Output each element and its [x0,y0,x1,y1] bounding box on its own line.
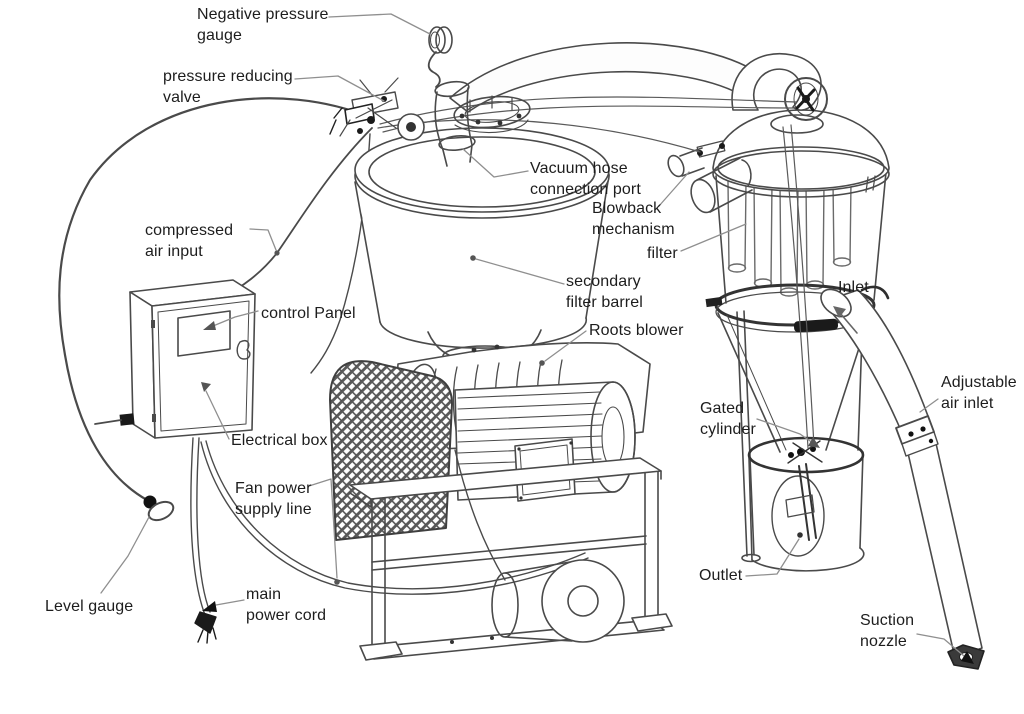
label-level-gauge: Level gauge [45,598,134,615]
label-roots-blower: Roots blower [589,322,684,339]
electrical-box-part [94,279,256,439]
label-filter: filter [647,245,678,262]
label-compressed-air-input: compressed air input [145,222,234,261]
frame-stand [349,457,673,661]
adjustable-air-inlet-collar [895,415,939,457]
leader-level-gauge [100,516,150,594]
label-adjustable-air-inlet: Adjustable air inlet [941,374,1017,413]
leader-fan-power-supply-line [308,478,338,579]
roots-blower-part [329,329,673,661]
leader-blowback-mechanism [658,171,690,207]
label-main-power-cord: main power cord [246,586,327,625]
leader-secondary-filter-barrel [475,258,565,285]
leader-compressed-air-input [249,228,277,251]
level-gauge-part [143,495,175,522]
negative-pressure-gauge-part [427,26,453,88]
leader-outlet [745,538,800,577]
label-control-panel: control Panel [261,305,356,322]
lid-flange [453,95,531,134]
leader-lines [100,13,974,664]
leader-vacuum-hose-connection-port [462,148,529,178]
leader-gated-cylinder [756,418,814,444]
leader-electrical-box [205,390,230,440]
label-suction-nozzle: Suction nozzle [860,612,915,651]
label-secondary-filter-barrel: secondary filter barrel [566,273,643,312]
leader-filter [680,223,747,252]
label-gated-cylinder: Gated cylinder [700,400,756,439]
leader-suction-nozzle [916,633,965,657]
label-vacuum-hose-connection-port: Vacuum hose connection port [530,160,641,199]
gated-cylinder-part [747,436,865,572]
vacuum-hose [449,42,828,134]
label-inlet: Inlet [838,279,869,296]
control-panel-window [177,310,231,357]
flow-arrow [833,306,858,334]
label-outlet: Outlet [699,567,743,584]
vacuum-hose-connection-port-pipe [434,80,476,167]
leader-main-power-cord [215,599,245,606]
fan-power-supply-line [200,440,589,595]
label-negative-pressure-gauge: Negative pressure gauge [197,6,329,45]
discharge-silencer [454,449,625,643]
leader-negative-pressure-gauge [328,13,431,35]
label-fan-power-supply-line: Fan power supply line [235,480,312,519]
leader-roots-blower [544,330,587,362]
main-power-cord [190,437,217,644]
leader-adjustable-air-inlet [919,398,939,413]
label-blowback-mechanism: Blowback mechanism [592,200,675,239]
intake-silencer [329,360,453,541]
label-electrical-box: Electrical box [231,432,328,449]
leader-control-panel [212,310,259,327]
blowback-mechanism-part [667,140,753,214]
air-control-tubes [377,96,815,449]
label-pressure-reducing-valve: pressure reducing valve [163,68,293,107]
pressure-reducing-valve-part [329,77,425,141]
leader-pressure-reducing-valve [294,75,385,102]
